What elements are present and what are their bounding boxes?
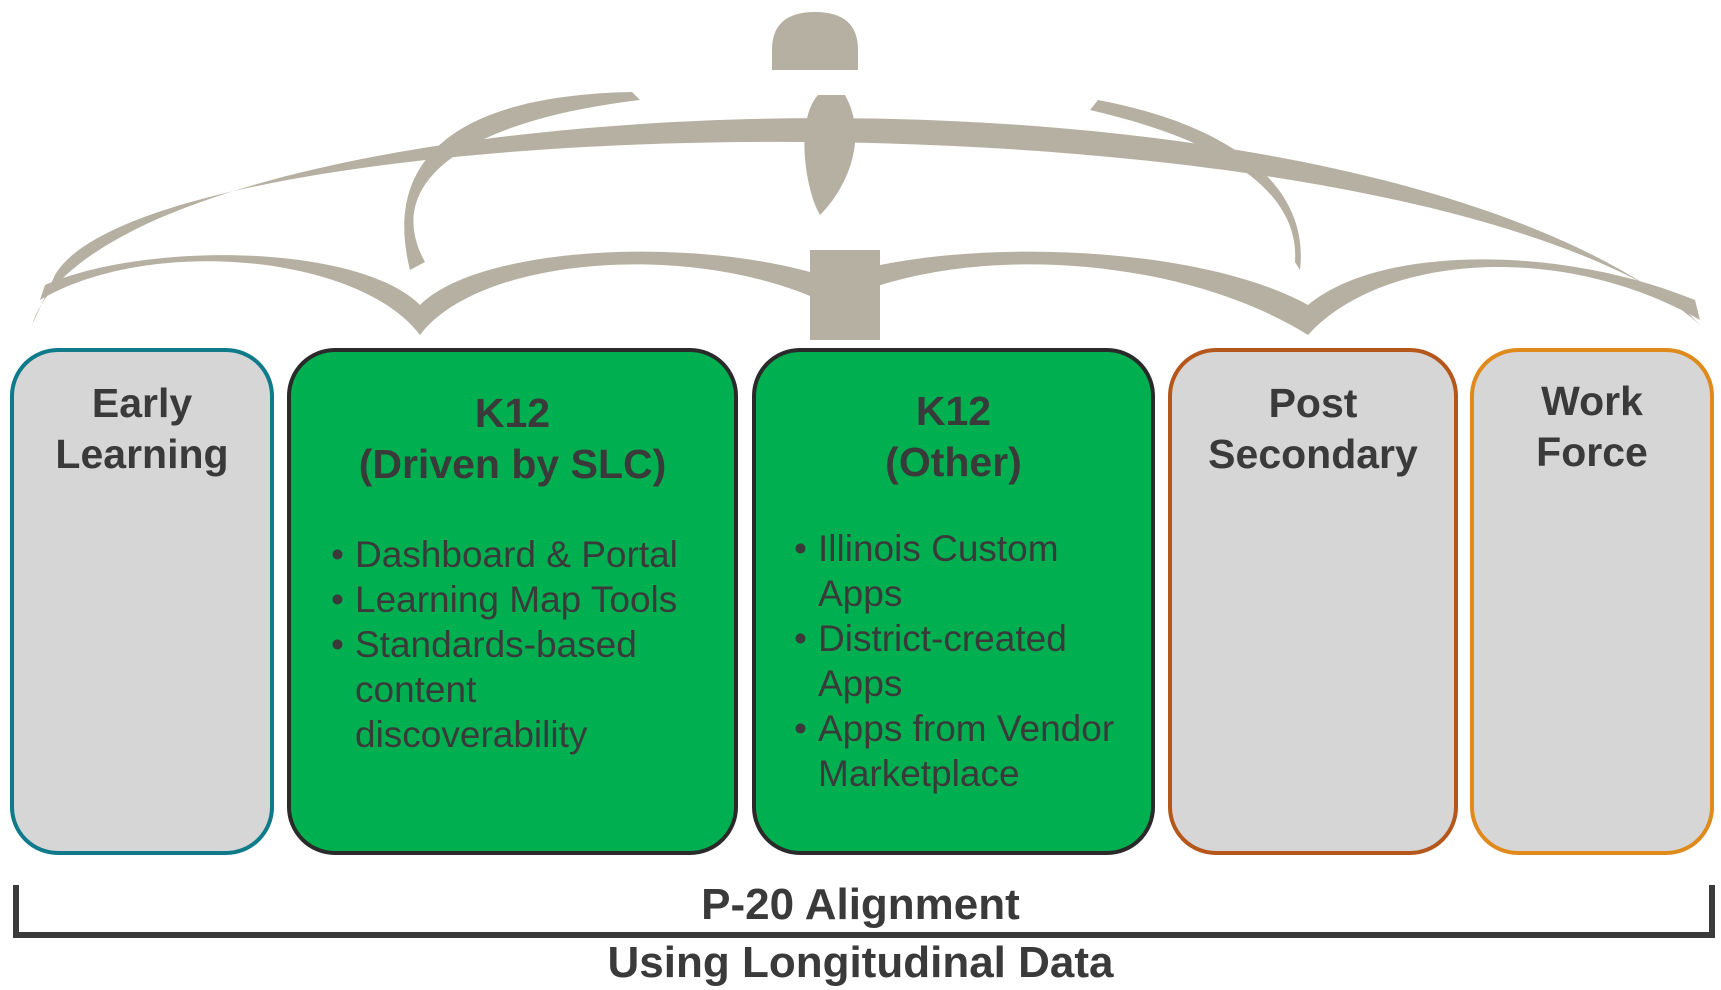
- umbrella-rib-left: [404, 92, 640, 270]
- k12-slc-title-line1: K12: [474, 390, 551, 436]
- post-secondary-title: Post Secondary: [1172, 378, 1454, 480]
- list-item: Illinois Custom Apps: [794, 526, 1068, 616]
- k12-other-title-line1: K12: [915, 388, 992, 434]
- box-work-force: Work Force: [1470, 348, 1714, 855]
- k12-slc-bullet-list: Dashboard & Portal Learning Map Tools St…: [331, 532, 711, 757]
- list-item: Learning Map Tools: [331, 577, 711, 622]
- k12-slc-title-line2: (Driven by SLC): [358, 441, 667, 487]
- post-secondary-title-line1: Post: [1268, 380, 1358, 426]
- box-early-learning: Early Learning: [10, 348, 274, 855]
- post-secondary-title-line2: Secondary: [1208, 431, 1418, 477]
- umbrella-center-teardrop: [804, 95, 856, 215]
- list-item: Dashboard & Portal: [331, 532, 711, 577]
- k12-other-title-line2: (Other): [885, 439, 1022, 485]
- work-force-title-line1: Work: [1541, 378, 1643, 424]
- box-k12-other: K12 (Other) Illinois Custom Apps Distric…: [752, 348, 1155, 855]
- k12-other-title: K12 (Other): [756, 386, 1151, 488]
- list-item: Apps from Vendor Marketplace: [794, 706, 1138, 796]
- umbrella-top-knob: [772, 12, 858, 70]
- footer-caption-line2: Using Longitudinal Data: [607, 938, 1114, 987]
- work-force-title: Work Force: [1474, 376, 1710, 478]
- early-learning-title: Early Learning: [14, 378, 270, 480]
- umbrella-scalloped-rim: [40, 251, 1700, 335]
- footer-caption-line1: P-20 Alignment: [701, 880, 1020, 929]
- work-force-title-line2: Force: [1536, 429, 1648, 475]
- umbrella-rib-right: [1090, 100, 1301, 270]
- umbrella-shaft: [810, 250, 880, 340]
- box-post-secondary: Post Secondary: [1168, 348, 1458, 855]
- k12-other-bullet-list: Illinois Custom Apps District-created Ap…: [794, 526, 1134, 796]
- list-item: Standards-based content discoverability: [331, 622, 675, 757]
- early-learning-title-line2: Learning: [55, 431, 229, 477]
- early-learning-title-line1: Early: [91, 380, 193, 426]
- umbrella-canopy-graphic: [32, 12, 1700, 340]
- k12-slc-title: K12 (Driven by SLC): [291, 388, 734, 490]
- list-item: District-created Apps: [794, 616, 1078, 706]
- box-k12-slc: K12 (Driven by SLC) Dashboard & Portal L…: [287, 348, 738, 855]
- umbrella-outer-arc: [32, 118, 1700, 325]
